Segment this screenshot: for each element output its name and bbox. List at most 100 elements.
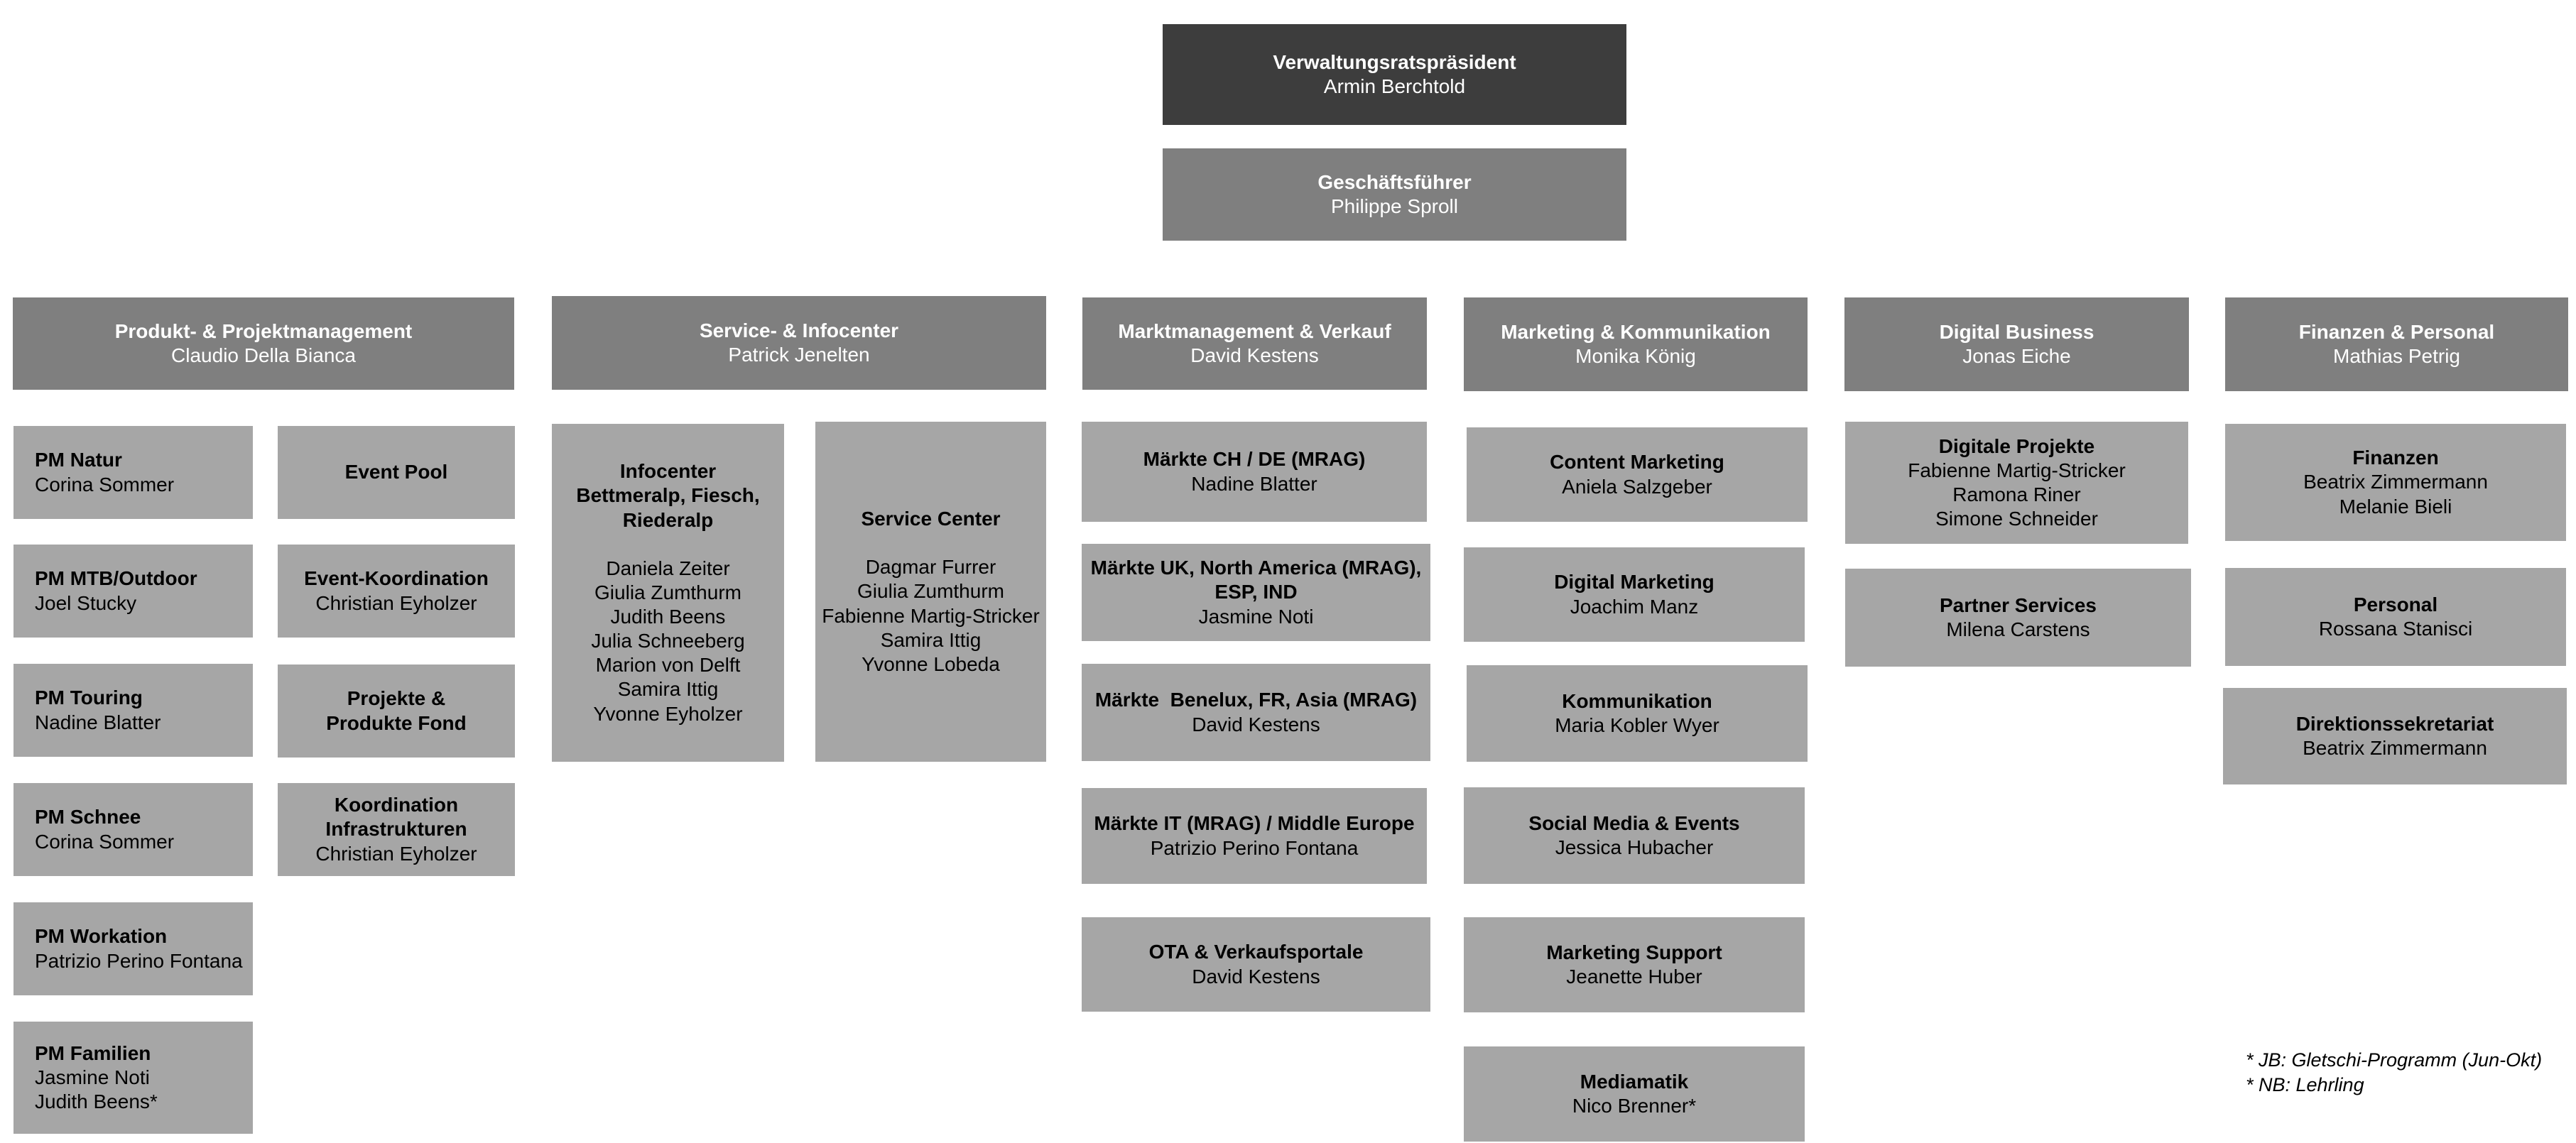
- unit-member: Rossana Stanisci: [2318, 618, 2473, 640]
- unit-member: Marion von Delft: [595, 654, 741, 677]
- footnotes: * JB: Gletschi-Programm (Jun-Okt) * NB: …: [2246, 1048, 2542, 1098]
- dept-head: Jonas Eiche: [1962, 345, 2071, 367]
- unit-title: Infrastrukturen: [325, 818, 467, 841]
- unit-service-center: Service Center Dagmar Furrer Giulia Zumt…: [815, 422, 1046, 762]
- unit-member: Simone Schneider: [1935, 508, 2098, 530]
- unit-event-pool: Event Pool: [278, 426, 515, 519]
- unit-member: Joel Stucky: [35, 591, 137, 614]
- unit-personal: Personal Rossana Stanisci: [2225, 568, 2566, 666]
- unit-title: Direktionssekretariat: [2295, 712, 2494, 735]
- unit-member: Judith Beens: [610, 606, 726, 628]
- unit-member: Melanie Bieli: [2339, 495, 2452, 518]
- dept-head: Claudio Della Bianca: [171, 344, 356, 366]
- unit-title: Märkte UK, North America (MRAG),: [1090, 557, 1422, 579]
- unit-title: PM Schnee: [35, 806, 141, 828]
- unit-title: Riederalp: [622, 508, 714, 531]
- unit-digital-marketing: Digital Marketing Joachim Manz: [1464, 547, 1805, 642]
- unit-title: OTA & Verkaufsportale: [1148, 941, 1364, 963]
- president-title: Verwaltungsratspräsident: [1273, 50, 1516, 73]
- unit-member: Jasmine Noti: [35, 1066, 150, 1088]
- unit-title: PM Familien: [35, 1041, 151, 1064]
- unit-finanzen: Finanzen Beatrix Zimmermann Melanie Biel…: [2225, 424, 2566, 541]
- unit-title: Bettmeralp, Fiesch,: [576, 484, 760, 507]
- unit-member: Nadine Blatter: [35, 711, 161, 733]
- unit-pm-familien: PM Familien Jasmine Noti Judith Beens*: [13, 1022, 253, 1134]
- dept-digital: Digital Business Jonas Eiche: [1844, 297, 2189, 391]
- unit-event-koordination: Event-Koordination Christian Eyholzer: [278, 545, 515, 638]
- unit-title: Projekte &: [347, 687, 446, 710]
- unit-title: Event-Koordination: [304, 567, 489, 590]
- dept-head: Mathias Petrig: [2333, 345, 2460, 367]
- unit-title: Digital Marketing: [1554, 571, 1714, 594]
- unit-pm-natur: PM Natur Corina Sommer: [13, 426, 253, 519]
- unit-member: Christian Eyholzer: [315, 842, 477, 865]
- unit-member: Patrizio Perino Fontana: [35, 949, 243, 972]
- unit-pm-workation: PM Workation Patrizio Perino Fontana: [13, 902, 253, 995]
- unit-title: Event Pool: [344, 461, 448, 483]
- unit-member: Joachim Manz: [1570, 595, 1699, 618]
- unit-title: Koordination: [334, 794, 459, 816]
- unit-title: PM Touring: [35, 687, 143, 709]
- unit-maerkte-uk: Märkte UK, North America (MRAG), ESP, IN…: [1082, 544, 1430, 641]
- unit-member: Dagmar Furrer: [865, 556, 996, 579]
- unit-member: Judith Beens*: [35, 1090, 158, 1113]
- unit-member: Yvonne Lobeda: [862, 652, 1000, 675]
- president-box: Verwaltungsratspräsident Armin Berchtold: [1163, 24, 1626, 125]
- dept-title: Service- & Infocenter: [699, 319, 899, 341]
- unit-member: Patrizio Perino Fontana: [1150, 836, 1359, 859]
- unit-title: PM MTB/Outdoor: [35, 567, 197, 590]
- dept-head: Monika König: [1575, 345, 1696, 367]
- unit-member: Jasmine Noti: [1198, 605, 1314, 628]
- unit-projekte-fond: Projekte & Produkte Fond: [278, 665, 515, 758]
- unit-title: PM Workation: [35, 925, 168, 948]
- unit-title: Produkte Fond: [326, 711, 467, 734]
- dept-title: Marketing & Kommunikation: [1501, 320, 1771, 343]
- unit-maerkte-it: Märkte IT (MRAG) / Middle Europe Patrizi…: [1082, 788, 1427, 884]
- unit-member: Maria Kobler Wyer: [1555, 714, 1719, 736]
- unit-pm-mtb: PM MTB/Outdoor Joel Stucky: [13, 545, 253, 638]
- unit-member: Giulia Zumthurm: [594, 581, 741, 603]
- unit-title: Infocenter: [619, 460, 717, 483]
- unit-title: Mediamatik: [1580, 1070, 1689, 1093]
- unit-title: Kommunikation: [1562, 689, 1712, 712]
- unit-title: Partner Services: [1939, 594, 2097, 616]
- unit-infocenter: Infocenter Bettmeralp, Fiesch, Riederalp…: [552, 424, 784, 762]
- dept-title: Finanzen & Personal: [2298, 320, 2495, 343]
- unit-maerkte-benelux: Märkte Benelux, FR, Asia (MRAG) David Ke…: [1082, 664, 1430, 761]
- unit-maerkte-ch-de: Märkte CH / DE (MRAG) Nadine Blatter: [1082, 422, 1427, 522]
- unit-title: ESP, IND: [1214, 581, 1298, 603]
- dept-title: Produkt- & Projektmanagement: [114, 319, 413, 342]
- unit-content-marketing: Content Marketing Aniela Salzgeber: [1467, 427, 1808, 522]
- unit-member: Beatrix Zimmermann: [2303, 471, 2488, 493]
- unit-ota: OTA & Verkaufsportale David Kestens: [1082, 917, 1430, 1012]
- unit-member: Yvonne Eyholzer: [593, 702, 743, 725]
- unit-title: PM Natur: [35, 449, 122, 471]
- unit-title: Digitale Projekte: [1938, 434, 2095, 457]
- unit-member: Samira Ittig: [880, 628, 982, 651]
- unit-marketing-support: Marketing Support Jeanette Huber: [1464, 917, 1805, 1012]
- unit-member: Julia Schneeberg: [591, 630, 745, 652]
- president-name: Armin Berchtold: [1323, 75, 1466, 97]
- unit-member: Corina Sommer: [35, 473, 175, 496]
- unit-member: David Kestens: [1192, 965, 1320, 988]
- unit-title: Finanzen: [2352, 447, 2439, 469]
- dept-markt: Marktmanagement & Verkauf David Kestens: [1082, 297, 1427, 390]
- dept-head: David Kestens: [1190, 344, 1319, 366]
- unit-member: Christian Eyholzer: [315, 591, 477, 614]
- dept-marketing: Marketing & Kommunikation Monika König: [1464, 297, 1808, 391]
- unit-member: Jeanette Huber: [1566, 966, 1702, 988]
- unit-member: David Kestens: [1192, 713, 1320, 735]
- unit-title: Service Center: [861, 508, 1001, 530]
- dept-produkt: Produkt- & Projektmanagement Claudio Del…: [13, 297, 514, 390]
- unit-member: Beatrix Zimmermann: [2303, 737, 2487, 759]
- unit-title: Märkte IT (MRAG) / Middle Europe: [1094, 812, 1415, 835]
- unit-title: Personal: [2353, 593, 2438, 616]
- unit-title: Märkte CH / DE (MRAG): [1143, 448, 1366, 471]
- footnote-nb: * NB: Lehrling: [2246, 1074, 2364, 1096]
- dept-service: Service- & Infocenter Patrick Jenelten: [552, 296, 1046, 390]
- unit-member: Daniela Zeiter: [606, 557, 730, 579]
- unit-title: Märkte Benelux, FR, Asia (MRAG): [1094, 689, 1418, 711]
- unit-digitale-projekte: Digitale Projekte Fabienne Martig-Strick…: [1845, 422, 2188, 544]
- unit-partner-services: Partner Services Milena Carstens: [1845, 569, 2191, 667]
- ceo-box: Geschäftsführer Philippe Sproll: [1163, 148, 1626, 241]
